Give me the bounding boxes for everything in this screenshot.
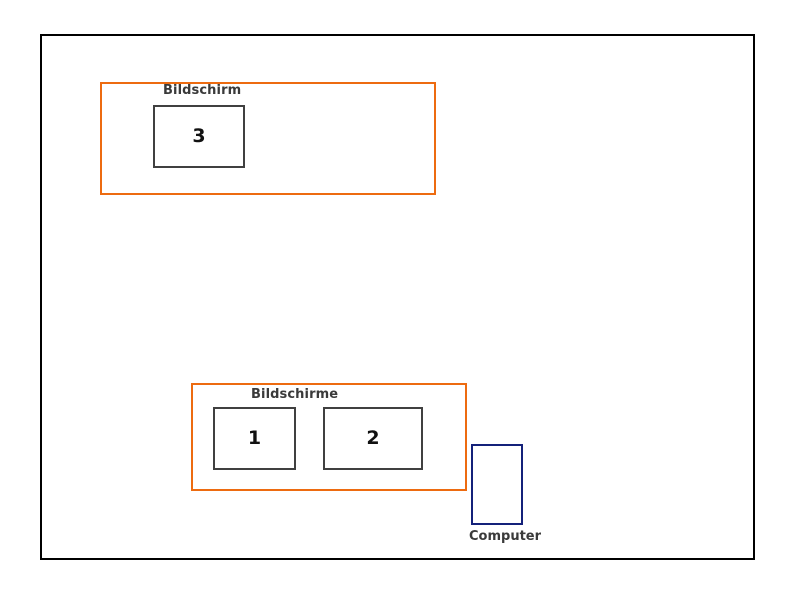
computer-box[interactable] [471, 444, 523, 525]
group-box-bildschirme[interactable] [191, 383, 467, 491]
monitor-label-3: 3 [192, 125, 206, 147]
group-caption-bildschirm: Bildschirm [163, 83, 242, 98]
monitor-label-2: 2 [366, 427, 380, 449]
monitor-box-2[interactable]: 2 [323, 407, 423, 470]
monitor-label-1: 1 [247, 427, 262, 449]
monitor-box-1[interactable]: 1 [213, 407, 296, 470]
group-box-bildschirm[interactable] [100, 82, 436, 195]
computer-caption: Computer [469, 529, 542, 544]
outer-frame [40, 34, 755, 560]
group-caption-bildschirme: Bildschirme [251, 387, 339, 402]
monitor-box-3[interactable]: 3 [153, 105, 245, 168]
